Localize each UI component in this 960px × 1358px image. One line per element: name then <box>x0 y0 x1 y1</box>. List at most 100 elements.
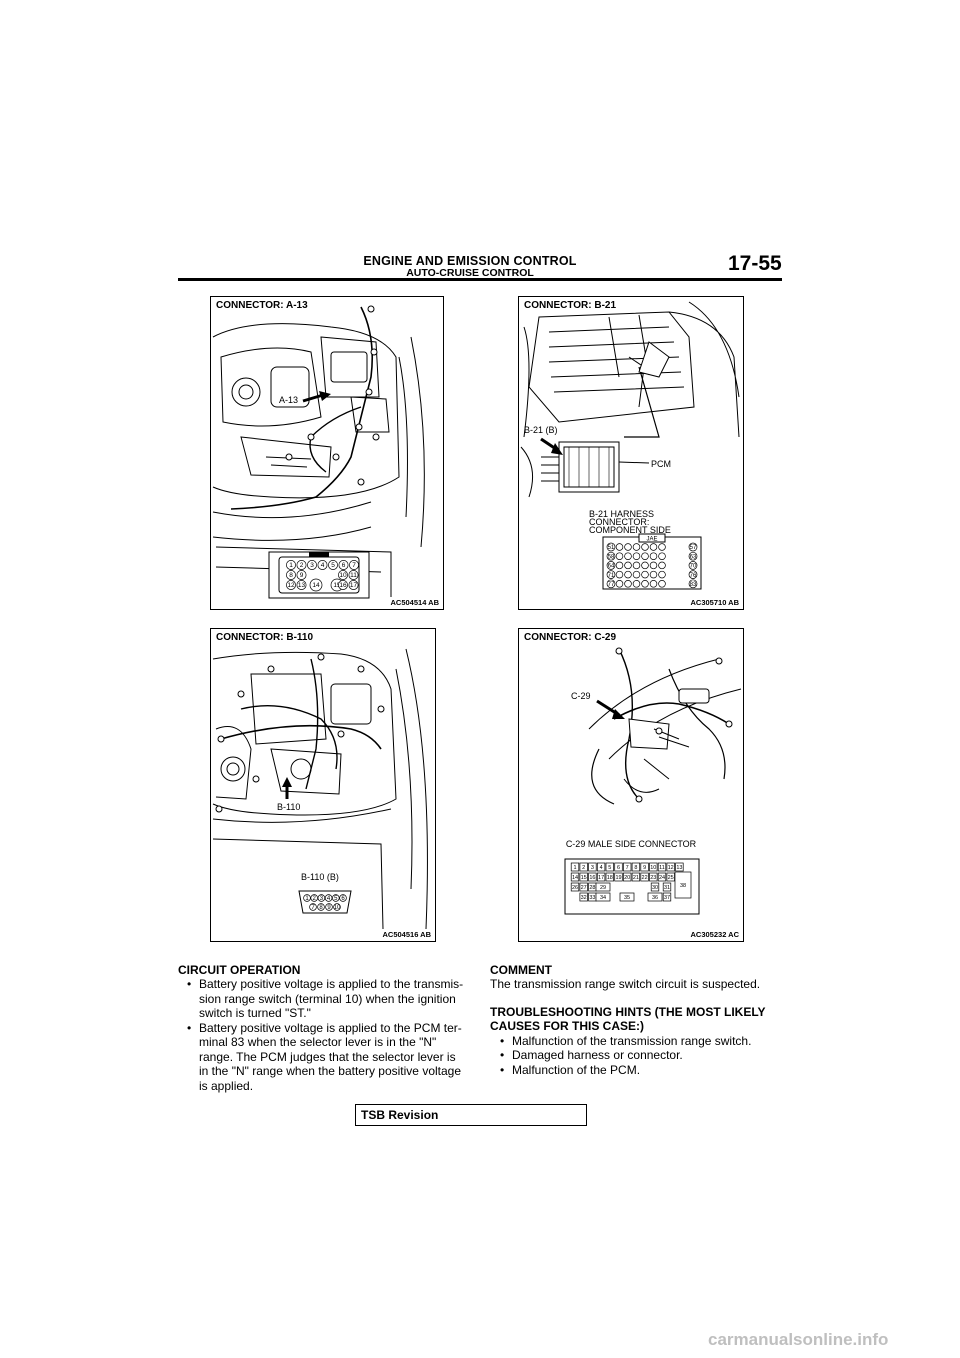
circuit-operation-list: Battery positive voltage is applied to t… <box>187 977 474 1093</box>
callout-b21: B-21 (B) <box>524 425 558 435</box>
pin-label: 11 <box>659 865 665 871</box>
comment-heading: COMMENT <box>490 963 552 977</box>
pin-label: 10 <box>334 905 341 911</box>
connector-pin <box>624 570 632 579</box>
circuit-operation-heading: CIRCUIT OPERATION <box>178 963 301 977</box>
connector-pin <box>631 872 641 882</box>
connector-pin <box>338 580 348 590</box>
connector-pin <box>333 903 341 911</box>
pin-label: 16 <box>339 582 347 589</box>
pin-label: 8 <box>289 572 293 579</box>
pin-label: 17 <box>598 875 604 881</box>
connector-pin <box>641 543 649 551</box>
svg-text:B-21 HARNESS: B-21 HARNESS <box>589 509 654 519</box>
pin-label: 8 <box>319 905 323 911</box>
pin-label: 6 <box>617 865 620 871</box>
connector-pin <box>614 872 623 882</box>
connector-pin <box>640 872 649 882</box>
tsb-revision-label: TSB Revision <box>361 1108 439 1122</box>
connector-pin <box>647 892 663 902</box>
connector-pin <box>309 903 317 911</box>
watermark: carmanualsonline.info <box>708 1330 889 1349</box>
connector-pin <box>688 570 698 579</box>
pin-label: 37 <box>664 895 670 901</box>
figure-code: AC305232 AC <box>690 930 740 939</box>
connector-pin <box>348 580 359 590</box>
connector-pin <box>348 570 359 580</box>
pin-label: 17 <box>350 582 358 589</box>
svg-text:JAE: JAE <box>646 537 657 543</box>
figure-connector-b21: CONNECTOR: B-21 B-21 (B) PCM B-21 HARNES… <box>518 296 744 610</box>
connector-pin <box>641 580 649 588</box>
pin-label: 71 <box>608 573 615 579</box>
connector-pin <box>317 894 326 902</box>
connector-pin <box>615 570 624 579</box>
connector-pin <box>570 872 580 882</box>
pin-label: 12 <box>668 865 674 871</box>
figure-title: CONNECTOR: A-13 <box>216 300 308 311</box>
pin-label: 35 <box>624 895 630 901</box>
pin-label: 12 <box>287 582 295 589</box>
connector-pin <box>286 560 296 570</box>
pin-label: 3 <box>310 562 314 569</box>
list-item: Damaged harness or connector. <box>500 1048 790 1063</box>
connector-pin <box>631 862 641 872</box>
pin-label: 9 <box>300 572 304 579</box>
pin-label: 83 <box>690 582 697 588</box>
connector-pin <box>570 882 580 892</box>
troubleshooting-list: Malfunction of the transmission range sw… <box>500 1034 790 1078</box>
pcm-drawing-b21: B-21 (B) PCM B-21 HARNESS CONNECTOR: COM… <box>520 301 740 590</box>
pin-label: 14 <box>312 582 320 589</box>
connector-pin <box>303 894 311 902</box>
c29-connector-label: C-29 MALE SIDE CONNECTOR <box>566 839 697 849</box>
connector-pin <box>641 552 649 560</box>
figure-connector-c29: CONNECTOR: C-29 C-29 C-29 MALE SIDE CONN… <box>518 628 744 942</box>
connector-pin <box>624 561 632 570</box>
connector-pin <box>674 871 692 899</box>
section-title: ENGINE AND EMISSION CONTROL <box>363 254 577 268</box>
pin-label: 26 <box>572 885 578 891</box>
connector-pin <box>632 570 641 579</box>
connector-pin <box>688 542 698 552</box>
connector-pin <box>296 580 307 590</box>
connector-pin <box>615 552 624 560</box>
figure-connector-b110: CONNECTOR: B-110 B-110 B-110 (B) <box>210 628 436 942</box>
connector-pin <box>658 543 666 551</box>
connector-pin <box>588 872 597 882</box>
pin-label: 10 <box>339 572 347 579</box>
pin-label: 24 <box>659 875 665 881</box>
connector-pin <box>650 882 660 892</box>
pin-label: 18 <box>607 875 613 881</box>
connector-pin <box>579 872 588 882</box>
connector-pin <box>662 882 672 892</box>
pin-label: 13 <box>676 865 682 871</box>
pin-label: 4 <box>327 896 331 902</box>
connector-pin <box>688 579 698 589</box>
connector-pin <box>623 872 632 882</box>
connector-pin <box>310 894 318 902</box>
pin-label: 34 <box>600 895 606 901</box>
pin-label: 58 <box>608 554 615 560</box>
connector-pin <box>624 580 632 588</box>
connector-pin <box>309 578 323 592</box>
harness-label: B-21 HARNESS CONNECTOR: COMPONENT SIDE <box>589 509 671 535</box>
pin-label: 6 <box>342 562 346 569</box>
pin-label: 1 <box>289 562 293 569</box>
section-subtitle: AUTO-CRUISE CONTROL <box>406 267 534 279</box>
connector-pin <box>596 872 606 882</box>
connector-pin <box>286 580 296 590</box>
connector-pin <box>615 543 624 551</box>
pin-label: 70 <box>690 564 697 570</box>
connector-pin <box>338 560 349 570</box>
connector-pin <box>624 543 632 551</box>
connector-pin <box>606 551 616 561</box>
pin-label: 27 <box>581 885 587 891</box>
connector-pin <box>317 903 325 911</box>
connector-pin <box>662 892 672 902</box>
pin-label: 14 <box>572 875 578 881</box>
pin-label: 38 <box>680 883 686 889</box>
connector-pin <box>338 570 348 580</box>
connector-pin <box>606 579 616 589</box>
connector-pin <box>649 862 658 872</box>
